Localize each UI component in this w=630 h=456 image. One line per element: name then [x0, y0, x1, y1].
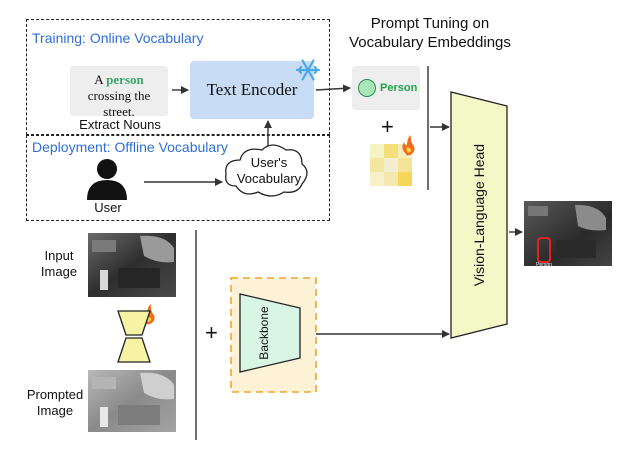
user-vocabulary-line1: User's — [250, 155, 288, 170]
sentence-start: A — [94, 72, 107, 87]
deployment-box — [26, 135, 330, 221]
user-icon — [87, 159, 127, 200]
user-vocabulary-label: User's Vocabulary — [232, 155, 306, 187]
prompt-plus: + — [381, 114, 394, 139]
cloud-icon — [225, 144, 308, 197]
prompt-tuning-title: Prompt Tuning on Vocabulary Embeddings — [340, 14, 520, 52]
training-title: Training: Online Vocabulary — [32, 30, 204, 46]
input-image-label-line1: Input — [44, 248, 74, 263]
input-image-label: Input Image — [34, 248, 84, 280]
snowflake-icon — [295, 59, 321, 81]
person-embedding-dot — [358, 79, 376, 97]
fire-icon — [402, 135, 415, 156]
prompted-image — [88, 370, 176, 432]
user-vocabulary-line2: Vocabulary — [236, 171, 302, 186]
backbone-block — [239, 293, 301, 373]
prompted-image-label: Prompted Image — [22, 387, 88, 419]
training-box — [26, 19, 330, 135]
vision-language-head-label: Vision-Language Head — [471, 144, 487, 286]
output-box-label: Person — [536, 262, 552, 268]
arrow-encoder-to-person — [315, 84, 351, 93]
prompt-tuning-title-line2: Vocabulary Embeddings — [349, 34, 511, 51]
input-image — [88, 233, 176, 297]
prompted-image-label-line1: Prompted — [26, 387, 84, 402]
user-label: User — [94, 200, 122, 215]
sentence-noun: person — [106, 72, 144, 87]
extract-nouns-label: Extract Nouns — [79, 117, 161, 132]
text-encoder-label: Text Encoder — [206, 80, 298, 99]
text-encoder: Text Encoder — [190, 61, 314, 119]
output-image: Person — [524, 201, 612, 268]
left-plus: + — [205, 320, 218, 345]
example-sentence: A person crossing the street. — [70, 66, 168, 119]
prompter-icon — [117, 310, 151, 363]
prompted-image-label-line2: Image — [36, 403, 74, 418]
input-image-label-line2: Image — [40, 264, 78, 279]
sentence-end: crossing the street. — [87, 88, 151, 119]
backbone-label: Backbone — [257, 306, 271, 360]
deployment-title: Deployment: Offline Vocabulary — [32, 139, 228, 155]
vision-language-head — [450, 91, 508, 339]
person-embedding: Person — [352, 66, 420, 110]
person-embedding-label: Person — [380, 82, 418, 94]
prompt-tuning-title-line1: Prompt Tuning on — [370, 15, 490, 32]
